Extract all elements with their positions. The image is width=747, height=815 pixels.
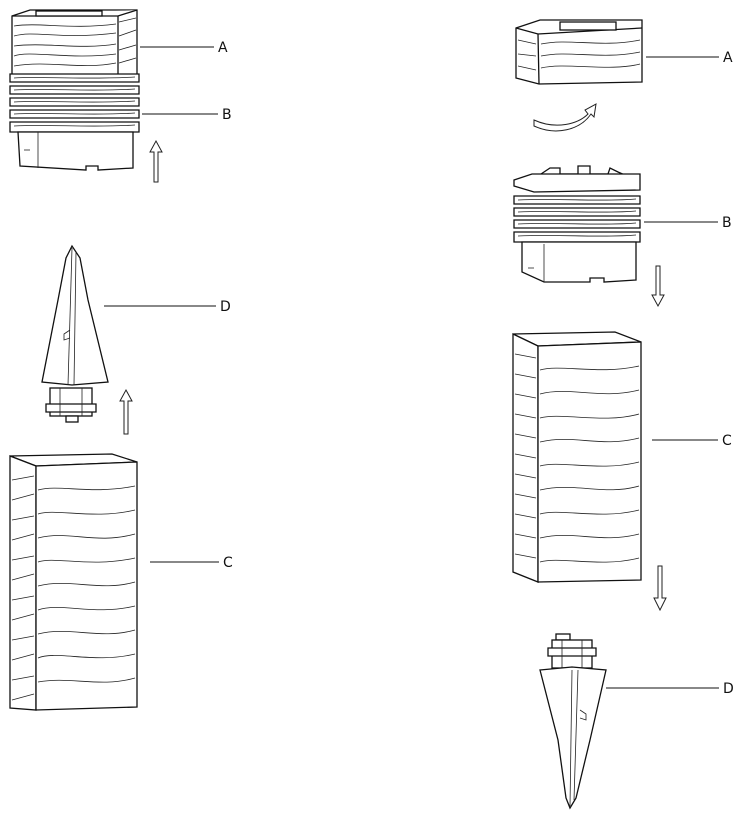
- left-fins: [9, 73, 140, 133]
- label-right-a: A: [723, 50, 733, 66]
- right-spike: [539, 633, 607, 810]
- label-left-d: D: [220, 299, 231, 315]
- right-fins-assembly: [513, 165, 665, 308]
- right-down-arrow-1: [651, 265, 665, 308]
- rotate-arrow: [533, 103, 597, 132]
- leader-lines: [104, 46, 719, 689]
- right-cap: [515, 19, 643, 132]
- left-up-arrow-1: [149, 139, 163, 183]
- right-down-arrow-2: [653, 565, 667, 612]
- label-left-b: B: [222, 107, 232, 123]
- label-right-b: B: [722, 215, 732, 231]
- label-left-a: A: [218, 40, 228, 56]
- left-cap-assembly: [9, 9, 163, 183]
- left-up-arrow-2: [119, 388, 133, 435]
- label-right-c: C: [722, 433, 732, 449]
- left-tall-body: [9, 453, 138, 711]
- label-right-d: D: [723, 681, 734, 697]
- right-tall-body: [512, 331, 667, 612]
- left-cap-texture: [13, 17, 137, 67]
- label-left-c: C: [223, 555, 233, 571]
- left-spike: [41, 244, 133, 435]
